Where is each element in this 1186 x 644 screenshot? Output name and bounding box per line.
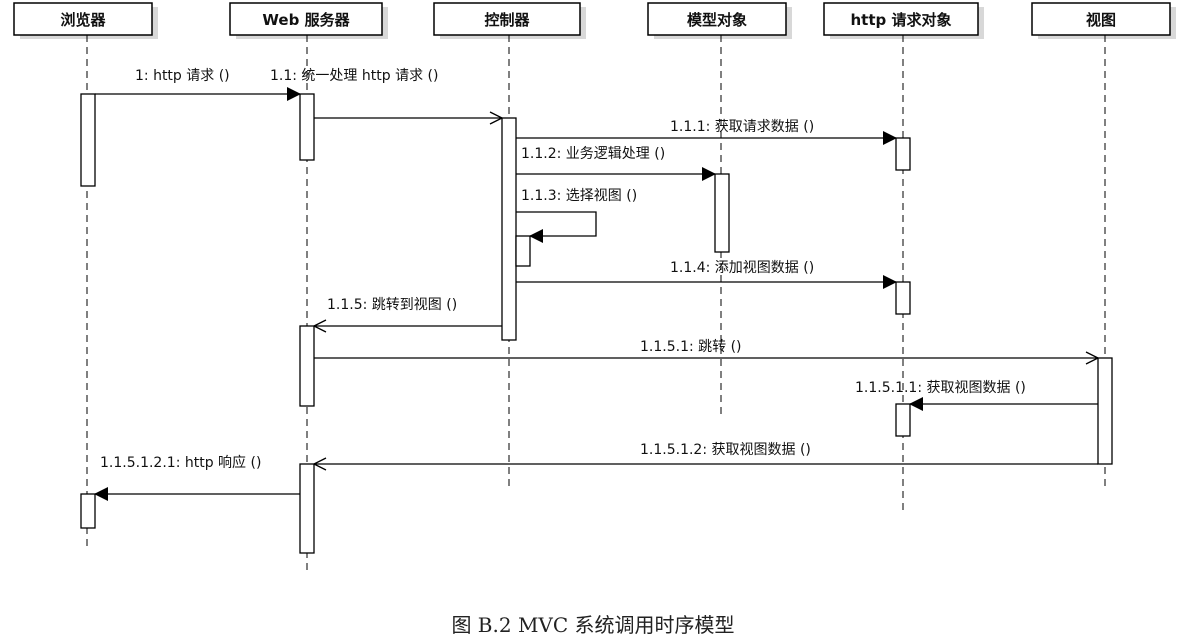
message-11: 1.1.5.1.2.1: http 响应 () [94,454,300,501]
participant-label-webserver: Web 服务器 [262,11,350,29]
activation-webserver-3 [299,463,315,554]
figure-caption: 图 B.2 MVC 系统调用时序模型 [451,613,734,637]
participant-label-request: http 请求对象 [851,11,952,29]
message-7: 1.1.5: 跳转到视图 () [314,297,502,326]
message-2: 1.1: 统一处理 http 请求 () [270,68,502,118]
activation-request-3 [895,403,911,437]
message-9: 1.1.5.1.1: 获取视图数据 () [855,380,1098,411]
participant-label-controller: 控制器 [484,11,530,29]
activation-controller-nested [515,235,531,267]
participant-model: 模型对象 [647,2,792,39]
activation-webserver-2 [299,325,315,407]
participant-browser: 浏览器 [13,2,158,39]
message-3: 1.1.1: 获取请求数据 () [516,119,897,145]
message-6: 1.1.4: 添加视图数据 () [516,260,897,289]
activation-request-2 [895,281,911,315]
activation-model [714,173,730,253]
message-7-label: 1.1.5: 跳转到视图 () [327,297,457,313]
activation-view [1097,357,1113,465]
message-3-label: 1.1.1: 获取请求数据 () [670,119,814,135]
participant-controller: 控制器 [433,2,586,39]
message-5: 1.1.3: 选择视图 () [516,188,637,243]
participant-request: http 请求对象 [823,2,984,39]
message-9-label: 1.1.5.1.1: 获取视图数据 () [855,380,1026,396]
message-2-label: 1.1: 统一处理 http 请求 () [270,68,438,84]
participant-view: 视图 [1031,2,1176,39]
participant-webserver: Web 服务器 [229,2,388,39]
activation-controller [501,117,517,341]
message-6-label: 1.1.4: 添加视图数据 () [670,260,814,276]
message-11-label: 1.1.5.1.2.1: http 响应 () [100,454,261,471]
participant-label-view: 视图 [1086,11,1116,29]
message-8: 1.1.5.1: 跳转 () [314,339,1098,358]
participant-label-model: 模型对象 [687,11,747,29]
message-4: 1.1.2: 业务逻辑处理 () [516,146,716,181]
message-5-label: 1.1.3: 选择视图 () [521,188,637,204]
activation-browser-2 [80,493,96,529]
message-10-label: 1.1.5.1.2: 获取视图数据 () [640,442,811,458]
activation-request-1 [895,137,911,171]
message-8-label: 1.1.5.1: 跳转 () [640,339,742,355]
activation-browser-1 [80,93,96,187]
message-1: 1: http 请求 () [95,68,301,101]
message-4-label: 1.1.2: 业务逻辑处理 () [521,146,665,162]
participant-label-browser: 浏览器 [60,11,106,29]
message-1-label: 1: http 请求 () [135,68,230,84]
activation-webserver-1 [299,93,315,161]
message-10: 1.1.5.1.2: 获取视图数据 () [314,442,1098,464]
